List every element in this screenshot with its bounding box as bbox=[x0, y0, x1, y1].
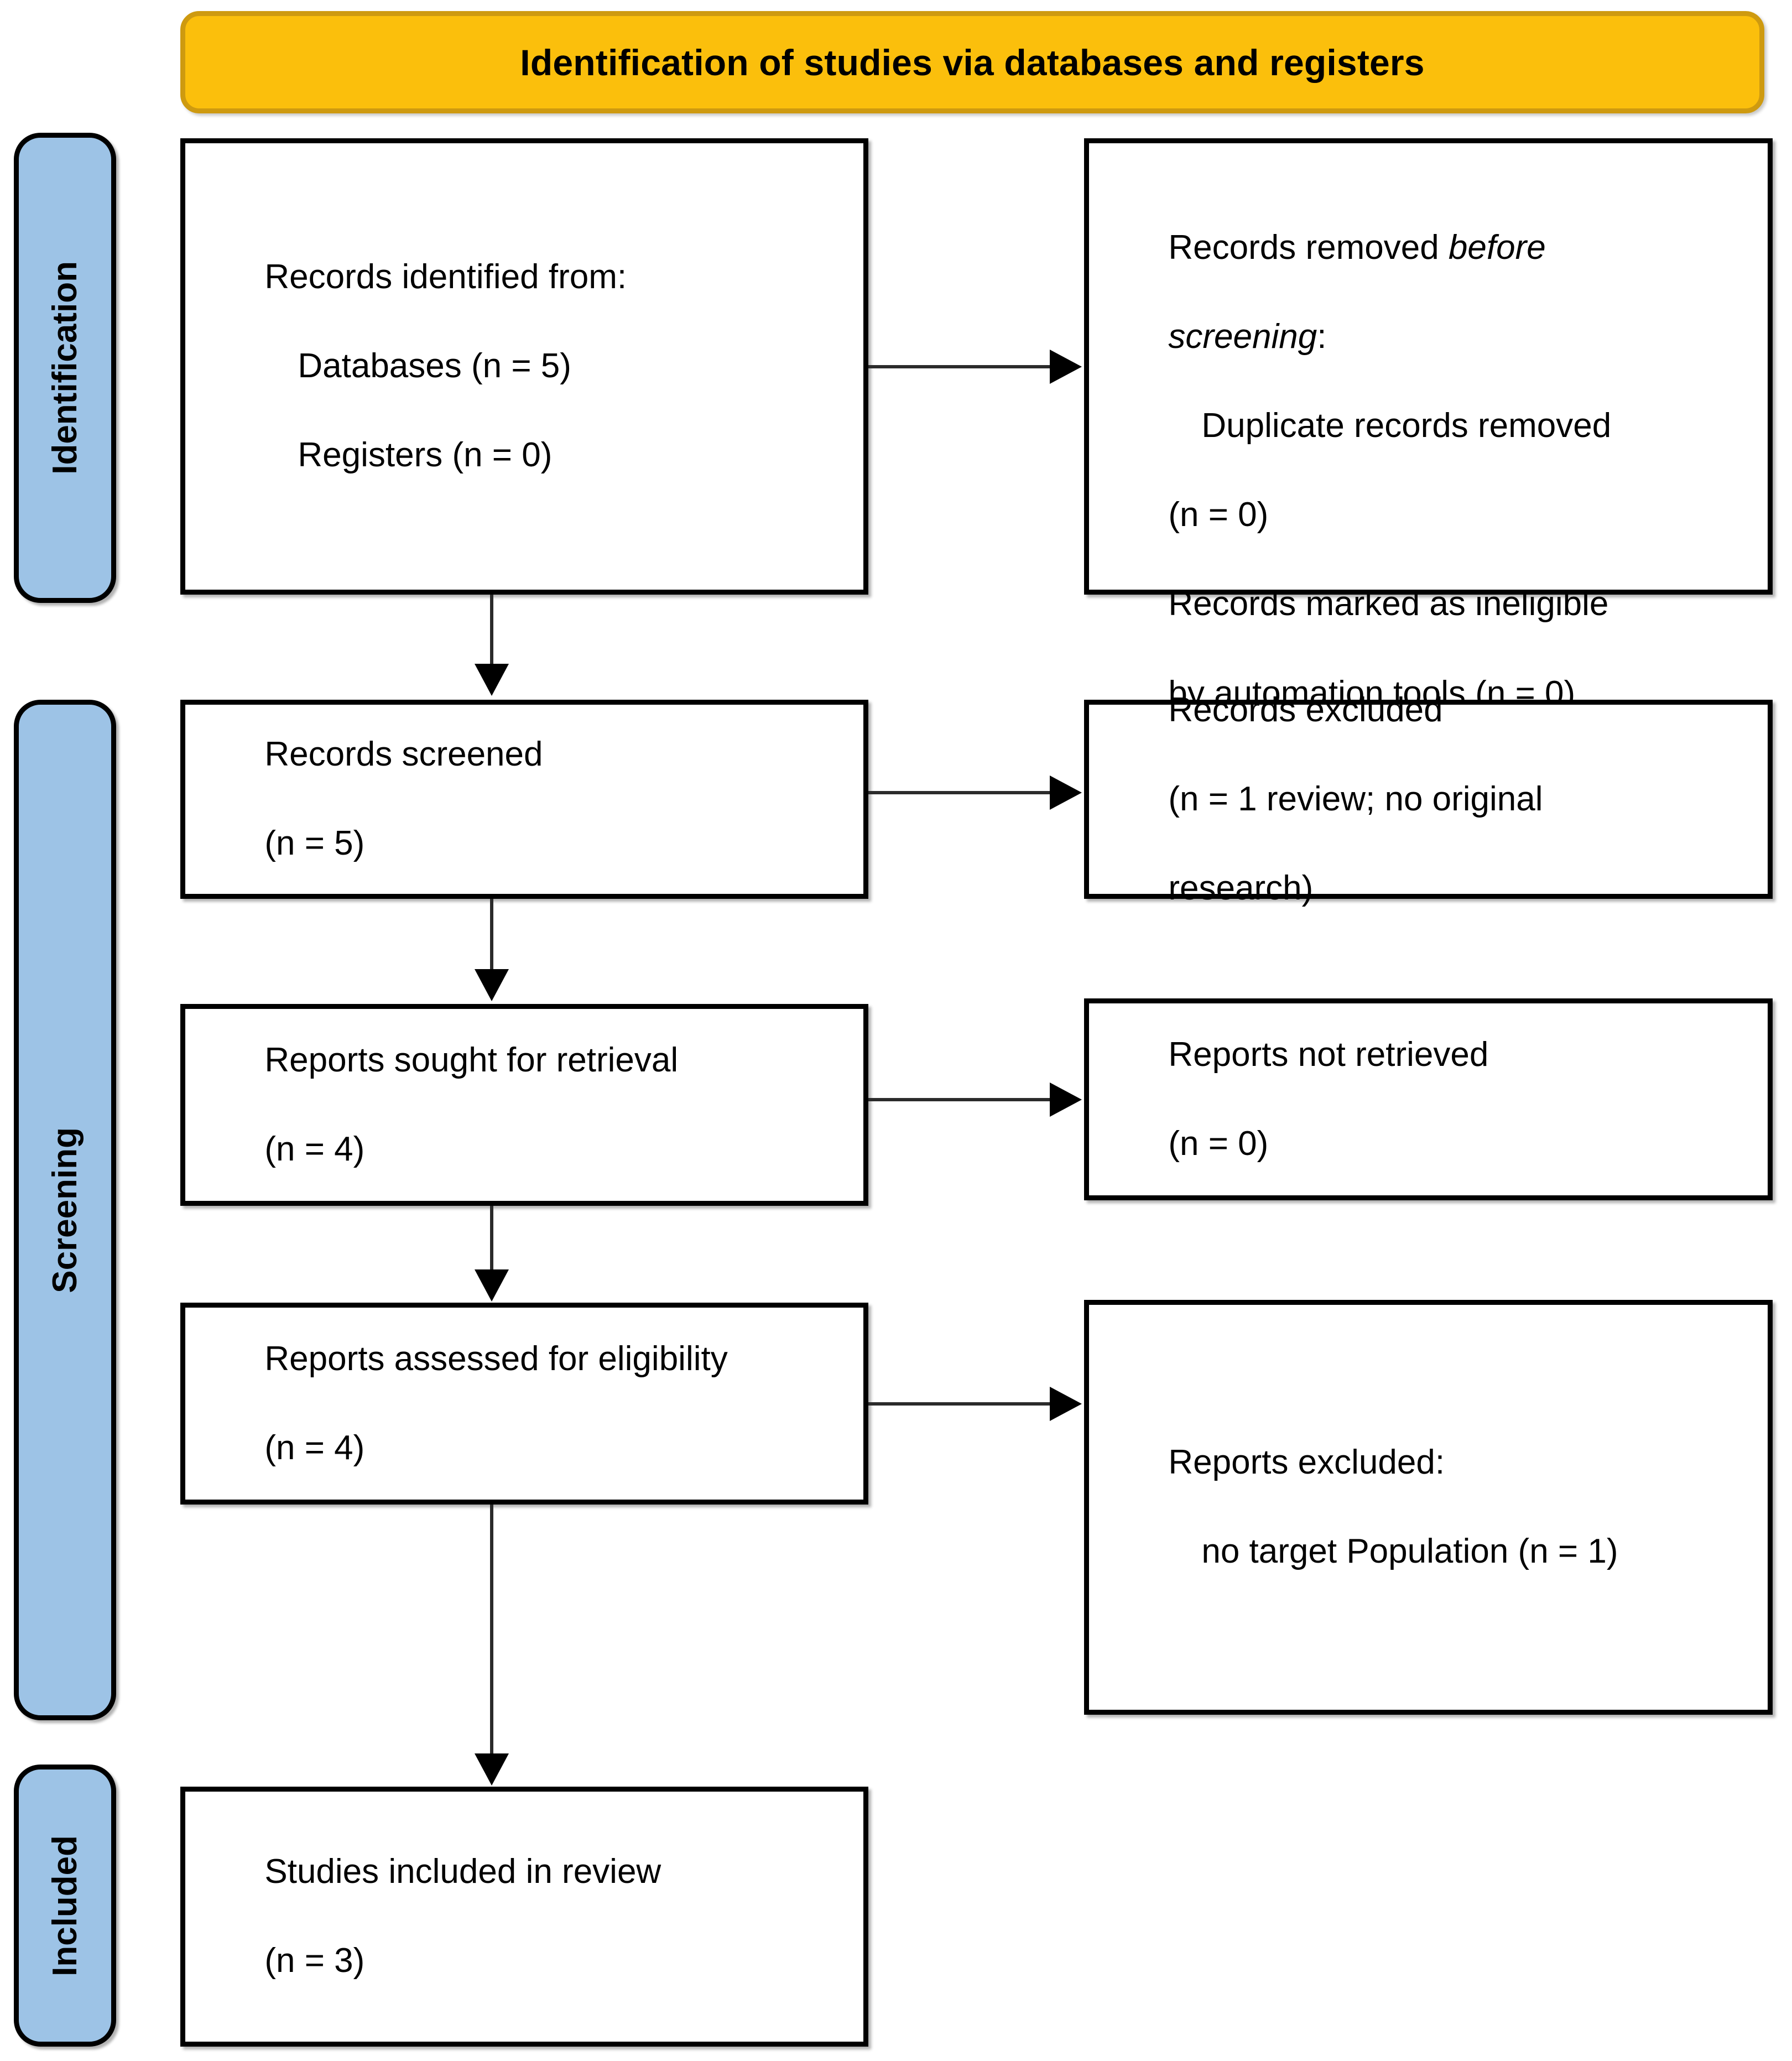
node-reports-assessed-text: Reports assessed for eligibility (n = 4) bbox=[207, 1292, 728, 1515]
arrowhead-right-icon bbox=[1050, 1387, 1082, 1421]
removed-line-5: Records marked as ineligible bbox=[1168, 585, 1609, 623]
diagram-header-banner: Identification of studies via databases … bbox=[180, 11, 1764, 113]
connector-identified-to-removed bbox=[868, 365, 1051, 368]
node-reports-excluded: Reports excluded: no target Population (… bbox=[1084, 1300, 1773, 1715]
records-identified-line-2: Databases (n = 5) bbox=[298, 347, 571, 386]
reports-excluded-line-2: no target Population (n = 1) bbox=[1201, 1532, 1618, 1571]
node-reports-sought-text: Reports sought for retrieval (n = 4) bbox=[207, 993, 678, 1216]
node-records-screened-text: Records screened (n = 5) bbox=[207, 688, 543, 911]
reports-excluded-line-1: Reports excluded: bbox=[1168, 1443, 1445, 1482]
removed-line-3: Duplicate records removed bbox=[1201, 406, 1612, 445]
records-screened-line-2: (n = 5) bbox=[264, 824, 365, 863]
removed-line-4: (n = 0) bbox=[1168, 496, 1269, 534]
node-records-excluded: Records excluded (n = 1 review; no origi… bbox=[1084, 691, 1773, 907]
records-identified-line-1: Records identified from: bbox=[264, 258, 627, 296]
node-records-screened: Records screened (n = 5) bbox=[180, 700, 868, 899]
reports-sought-line-2: (n = 4) bbox=[264, 1130, 365, 1168]
stage-rail-included-label: Included bbox=[45, 1835, 84, 1976]
node-reports-sought: Reports sought for retrieval (n = 4) bbox=[180, 1004, 868, 1206]
node-reports-excluded-text: Reports excluded: no target Population (… bbox=[1111, 1396, 1618, 1619]
stage-rail-screening: Screening bbox=[14, 700, 116, 1720]
node-records-identified: Records identified from: Databases (n = … bbox=[180, 138, 868, 595]
node-records-excluded-text: Records excluded (n = 1 review; no origi… bbox=[1111, 643, 1543, 955]
stage-rail-included: Included bbox=[14, 1765, 116, 2047]
connector-assessed-to-included bbox=[490, 1505, 493, 1756]
node-reports-not-retrieved: Reports not retrieved (n = 0) bbox=[1084, 998, 1773, 1200]
removed-line-1b-italic: before bbox=[1448, 228, 1546, 267]
node-records-removed-before-screening: Records removed before screening: Duplic… bbox=[1084, 138, 1773, 891]
not-retrieved-line-1: Reports not retrieved bbox=[1168, 1035, 1489, 1074]
arrowhead-right-icon bbox=[1050, 350, 1082, 384]
page-title: Identification of studies via databases … bbox=[520, 41, 1425, 83]
arrowhead-down-icon bbox=[475, 1753, 509, 1786]
connector-sought-to-not-retrieved bbox=[868, 1098, 1051, 1101]
connector-screened-to-records-excluded bbox=[868, 791, 1051, 794]
not-retrieved-line-2: (n = 0) bbox=[1168, 1124, 1269, 1163]
studies-included-line-2: (n = 3) bbox=[264, 1942, 365, 1980]
node-studies-included-text: Studies included in review (n = 3) bbox=[207, 1805, 661, 2028]
removed-line-2b: : bbox=[1317, 317, 1327, 356]
removed-line-1a: Records removed bbox=[1168, 228, 1449, 267]
arrowhead-right-icon bbox=[1050, 1082, 1082, 1117]
records-identified-line-3: Registers (n = 0) bbox=[298, 436, 553, 475]
studies-included-line-1: Studies included in review bbox=[264, 1852, 661, 1891]
connector-sought-to-assessed bbox=[490, 1206, 493, 1272]
arrowhead-down-icon bbox=[475, 664, 509, 696]
stage-rail-identification-label: Identification bbox=[45, 261, 84, 475]
connector-assessed-to-reports-excluded bbox=[868, 1402, 1051, 1406]
connector-identified-to-screened bbox=[490, 595, 493, 669]
records-excluded-line-3: research) bbox=[1168, 868, 1314, 907]
connector-screened-to-sought bbox=[490, 899, 493, 972]
reports-assessed-line-1: Reports assessed for eligibility bbox=[264, 1339, 728, 1378]
node-records-identified-text: Records identified from: Databases (n = … bbox=[207, 210, 627, 522]
reports-sought-line-1: Reports sought for retrieval bbox=[264, 1040, 679, 1079]
records-excluded-line-1: Records excluded bbox=[1168, 690, 1443, 729]
stage-rail-identification: Identification bbox=[14, 133, 116, 603]
stage-rail-screening-label: Screening bbox=[45, 1127, 84, 1293]
node-reports-not-retrieved-text: Reports not retrieved (n = 0) bbox=[1111, 988, 1488, 1211]
removed-line-2a-italic: screening bbox=[1168, 317, 1317, 356]
node-studies-included: Studies included in review (n = 3) bbox=[180, 1787, 868, 2047]
reports-assessed-line-2: (n = 4) bbox=[264, 1428, 365, 1467]
node-reports-assessed: Reports assessed for eligibility (n = 4) bbox=[180, 1303, 868, 1505]
arrowhead-down-icon bbox=[475, 969, 509, 1001]
records-excluded-line-2: (n = 1 review; no original bbox=[1168, 779, 1543, 818]
arrowhead-right-icon bbox=[1050, 776, 1082, 810]
records-screened-line-1: Records screened bbox=[264, 735, 543, 774]
arrowhead-down-icon bbox=[475, 1269, 509, 1302]
